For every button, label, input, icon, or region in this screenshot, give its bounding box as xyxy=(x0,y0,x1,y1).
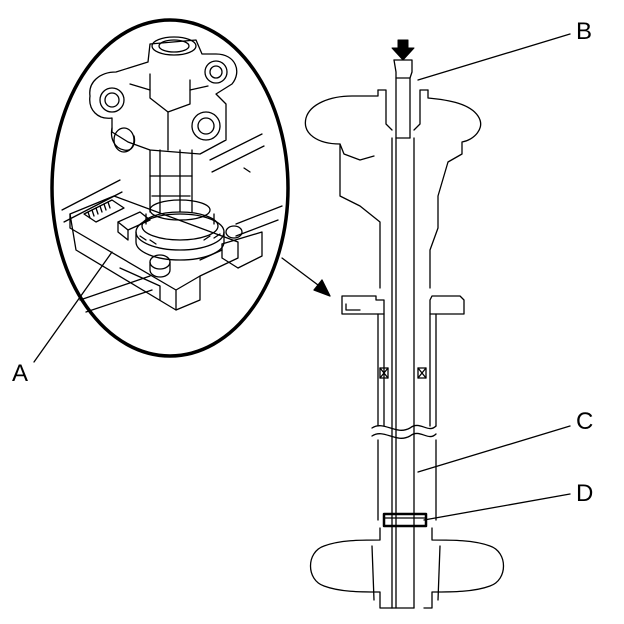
press-arrow xyxy=(391,39,415,61)
break-line-upper xyxy=(371,424,437,431)
label-a: A xyxy=(12,360,29,387)
leader-c xyxy=(417,425,571,473)
gear-housing-base xyxy=(135,199,225,261)
label-c: C xyxy=(576,408,594,435)
housing-upper-silhouette xyxy=(304,89,381,289)
leader-a xyxy=(33,251,113,363)
inset-ellipse-border xyxy=(50,18,290,358)
pinion-shaft xyxy=(149,149,193,213)
bushing xyxy=(379,367,427,379)
label-b: B xyxy=(576,18,593,45)
knob xyxy=(149,225,243,278)
bench-rails xyxy=(61,133,283,313)
tool-shaft-c xyxy=(391,59,415,609)
housing-flange xyxy=(341,295,465,315)
rack-housing xyxy=(304,89,504,609)
support-block xyxy=(69,195,263,311)
inset-detail-view xyxy=(50,18,290,358)
top-port xyxy=(151,36,197,56)
leader-lines xyxy=(33,33,571,521)
label-d: D xyxy=(576,480,594,507)
front-port xyxy=(191,111,221,141)
right-mount-hole xyxy=(204,60,228,84)
transfer-arrow xyxy=(281,257,331,297)
left-mount-hole xyxy=(99,87,125,113)
housing-lower-silhouette xyxy=(310,527,393,609)
break-line-lower xyxy=(371,432,437,439)
upper-housing xyxy=(89,36,238,155)
bolt-tool-a xyxy=(83,199,151,241)
leader-b xyxy=(417,33,571,81)
seal-ring-d xyxy=(382,512,428,528)
leader-d xyxy=(423,493,571,521)
